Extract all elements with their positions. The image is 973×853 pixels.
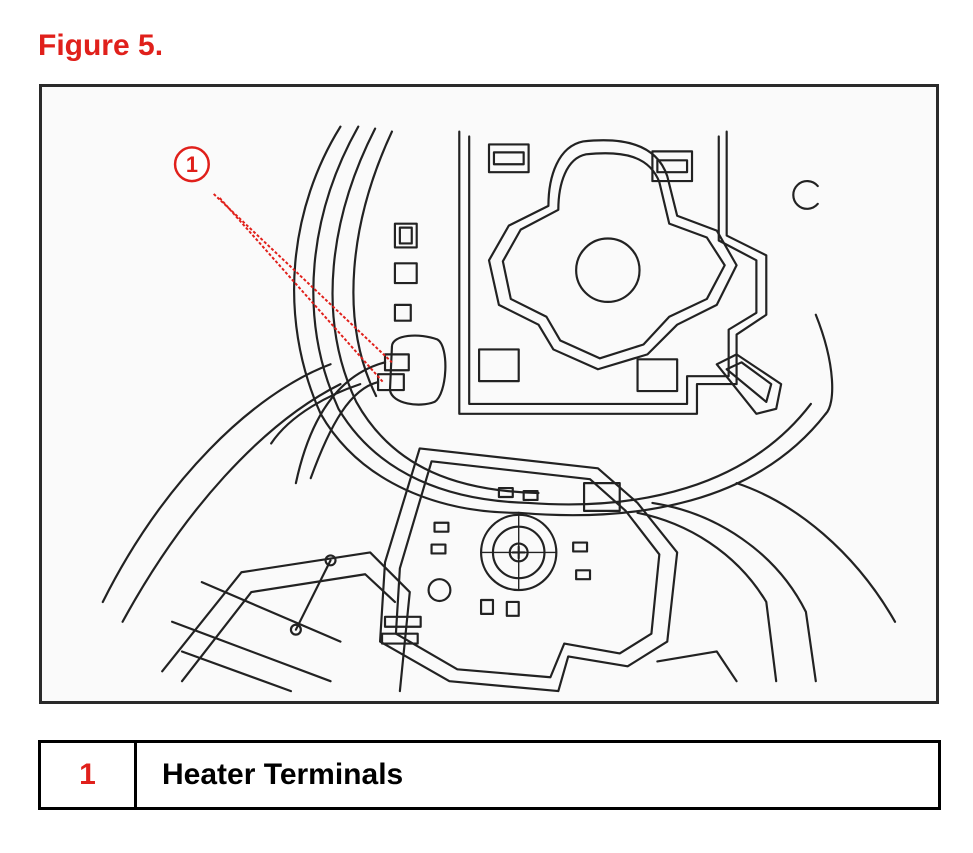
glass-edge-1 (101, 363, 332, 604)
leader-line-1 (213, 193, 393, 364)
figure-title: Figure 5. (38, 29, 164, 62)
c-mark (792, 179, 819, 210)
side-tab-1 (393, 222, 418, 249)
plate-tab-2 (380, 632, 419, 645)
leader-line-2 (218, 197, 384, 383)
bottom-clip-right (636, 358, 679, 393)
lower-ribs (171, 581, 342, 693)
rivet-2 (289, 623, 302, 636)
legend-table: 1 Heater Terminals (38, 740, 941, 810)
slot-4 (430, 543, 447, 555)
mirror-housing-linework (101, 125, 897, 693)
right-lower-arc-1 (636, 511, 778, 683)
motor-pivot-circle (575, 237, 641, 303)
legend-number: 1 (41, 743, 137, 807)
callout-leaders (213, 193, 393, 383)
lower-bracket-1 (161, 551, 411, 693)
motor-mount-cross-inner (501, 152, 726, 360)
slot-1 (497, 486, 514, 499)
slot-2 (522, 489, 539, 502)
line-art-diagram: 1 (101, 125, 897, 693)
side-tab-2 (393, 262, 418, 285)
heater-wire-3 (270, 383, 362, 445)
lower-bracket-2 (180, 573, 397, 683)
heater-wire-2 (294, 361, 387, 485)
right-connector-inner (725, 361, 773, 404)
top-clip-right (651, 150, 694, 183)
motor-mount-cross (487, 139, 738, 371)
backing-plate-inner (468, 135, 758, 405)
heater-wire-1 (309, 381, 380, 480)
callout-1-circle (173, 146, 210, 183)
slot-5 (572, 541, 589, 553)
plate-clip (582, 482, 621, 512)
legend-label: Heater Terminals (162, 758, 404, 791)
bottom-clip-left (478, 348, 520, 383)
heater-connector-body (388, 334, 447, 406)
slot-7 (479, 598, 495, 615)
right-lower-arc-2 (651, 501, 817, 683)
callout-1-number: 1 (186, 152, 198, 177)
right-lower-arc-3 (735, 482, 897, 623)
housing-arc-3 (331, 127, 540, 495)
heater-terminal-1 (383, 353, 410, 372)
rivet-1 (324, 554, 337, 567)
rivet-link (294, 559, 332, 631)
plate-tab-1 (383, 615, 422, 628)
diagram-frame: 1 (39, 84, 939, 704)
glass-edge-2 (121, 383, 342, 623)
housing-arc-6 (527, 402, 812, 506)
top-clip-left (487, 143, 530, 174)
control-plate (378, 447, 679, 693)
right-lower-bracket (656, 650, 738, 683)
slot-6 (575, 569, 592, 581)
housing-arc-2 (312, 125, 530, 505)
housing-arc-4 (352, 130, 394, 398)
top-clip-right-inner (656, 159, 689, 174)
callout-1: 1 (173, 146, 210, 183)
housing-arc-7 (814, 313, 834, 415)
backing-plate-outer (458, 130, 768, 415)
adjuster-cross (480, 514, 558, 591)
plate-hole (427, 578, 452, 603)
slot-8 (505, 600, 520, 617)
side-tab-3 (393, 303, 412, 322)
housing-arc-5 (517, 412, 827, 517)
top-clip-left-inner (492, 151, 525, 166)
right-connector (715, 353, 783, 415)
slot-3 (433, 521, 450, 533)
side-tab-1-inner (398, 226, 413, 245)
